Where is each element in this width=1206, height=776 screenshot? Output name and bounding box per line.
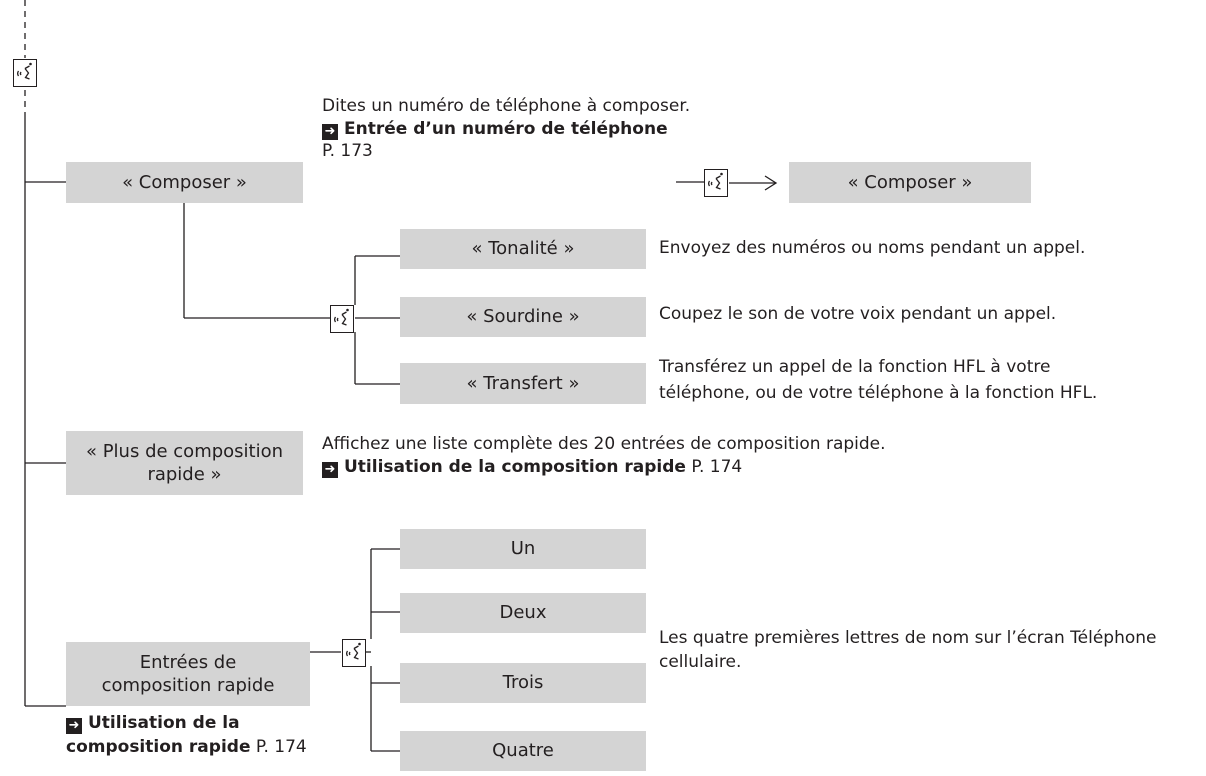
page-reference-arrow-icon: ➜ [322, 124, 338, 140]
speed-dial-option-un: Un [400, 529, 646, 569]
transfert-description-line-1: Transférez un appel de la fonction HFL à… [659, 357, 1051, 377]
arrow-head [764, 175, 778, 191]
plus-speed-dial-label-line-1: « Plus de composition [85, 440, 284, 462]
page-reference-arrow-icon: ➜ [66, 718, 82, 734]
sourdine-label: « Sourdine » [466, 306, 580, 328]
speed-dial-entries-label-line-2: composition rapide [101, 675, 275, 696]
speed-dial-option-un-label: Un [510, 538, 536, 560]
tonalite-description: Envoyez des numéros ou noms pendant un a… [659, 238, 1086, 258]
speed-dial-option-trois-label: Trois [502, 672, 544, 694]
voice-command-icon [342, 639, 366, 667]
plus-speed-dial-box: « Plus de composition rapide » [66, 431, 303, 495]
composer-target-box: « Composer » [789, 162, 1031, 203]
plus-speed-dial-reference-title: Utilisation de la composition rapide [344, 457, 686, 477]
speed-dial-entries-reference-line-1: Utilisation de la [88, 713, 240, 733]
composer-target-label: « Composer » [847, 171, 973, 193]
composer-reference-page: P. 173 [322, 141, 373, 161]
speed-dial-option-quatre: Quatre [400, 731, 646, 771]
plus-speed-dial-reference-link[interactable]: ➜ Utilisation de la composition rapide P.… [322, 456, 742, 478]
speed-dial-option-deux: Deux [400, 593, 646, 633]
composer-reference-link[interactable]: ➜ Entrée d’un numéro de téléphone [322, 118, 668, 140]
speed-dial-entries-reference-page: P. 174 [255, 737, 307, 757]
sourdine-command-box: « Sourdine » [400, 297, 646, 337]
plus-speed-dial-label-line-2: rapide » [147, 464, 222, 485]
voice-command-icon [704, 169, 728, 197]
sourdine-description: Coupez le son de votre voix pendant un a… [659, 304, 1057, 324]
tonalite-label: « Tonalité » [471, 238, 575, 260]
composer-description: Dites un numéro de téléphone à composer. [322, 96, 691, 116]
speed-dial-description-line-1: Les quatre premières lettres de nom sur … [659, 628, 1157, 648]
speed-dial-entries-reference-line-2-wrap[interactable]: composition rapide P. 174 [66, 736, 307, 758]
speed-dial-entries-box: Entrées de composition rapide [66, 642, 310, 706]
speed-dial-entries-reference-link[interactable]: ➜ Utilisation de la [66, 712, 240, 734]
voice-command-icon [330, 305, 354, 333]
speed-dial-option-deux-label: Deux [499, 602, 547, 624]
plus-speed-dial-description: Affichez une liste complète des 20 entré… [322, 434, 886, 454]
transfert-description-line-2: téléphone, ou de votre téléphone à la fo… [659, 383, 1098, 403]
tonalite-command-box: « Tonalité » [400, 229, 646, 269]
transfert-command-box: « Transfert » [400, 363, 646, 404]
transfert-label: « Transfert » [466, 372, 580, 394]
speed-dial-entries-label-line-1: Entrées de [139, 651, 237, 673]
voice-command-icon [13, 59, 37, 87]
page-reference-arrow-icon: ➜ [322, 462, 338, 478]
composer-reference-title: Entrée d’un numéro de téléphone [344, 119, 668, 139]
speed-dial-entries-reference-line-2: composition rapide [66, 737, 251, 757]
plus-speed-dial-reference-page: P. 174 [691, 457, 743, 477]
composer-command-label: « Composer » [122, 171, 247, 193]
speed-dial-option-quatre-label: Quatre [492, 740, 554, 762]
speed-dial-description-line-2: cellulaire. [659, 652, 742, 672]
speed-dial-option-trois: Trois [400, 663, 646, 703]
composer-command-box: « Composer » [66, 162, 303, 203]
